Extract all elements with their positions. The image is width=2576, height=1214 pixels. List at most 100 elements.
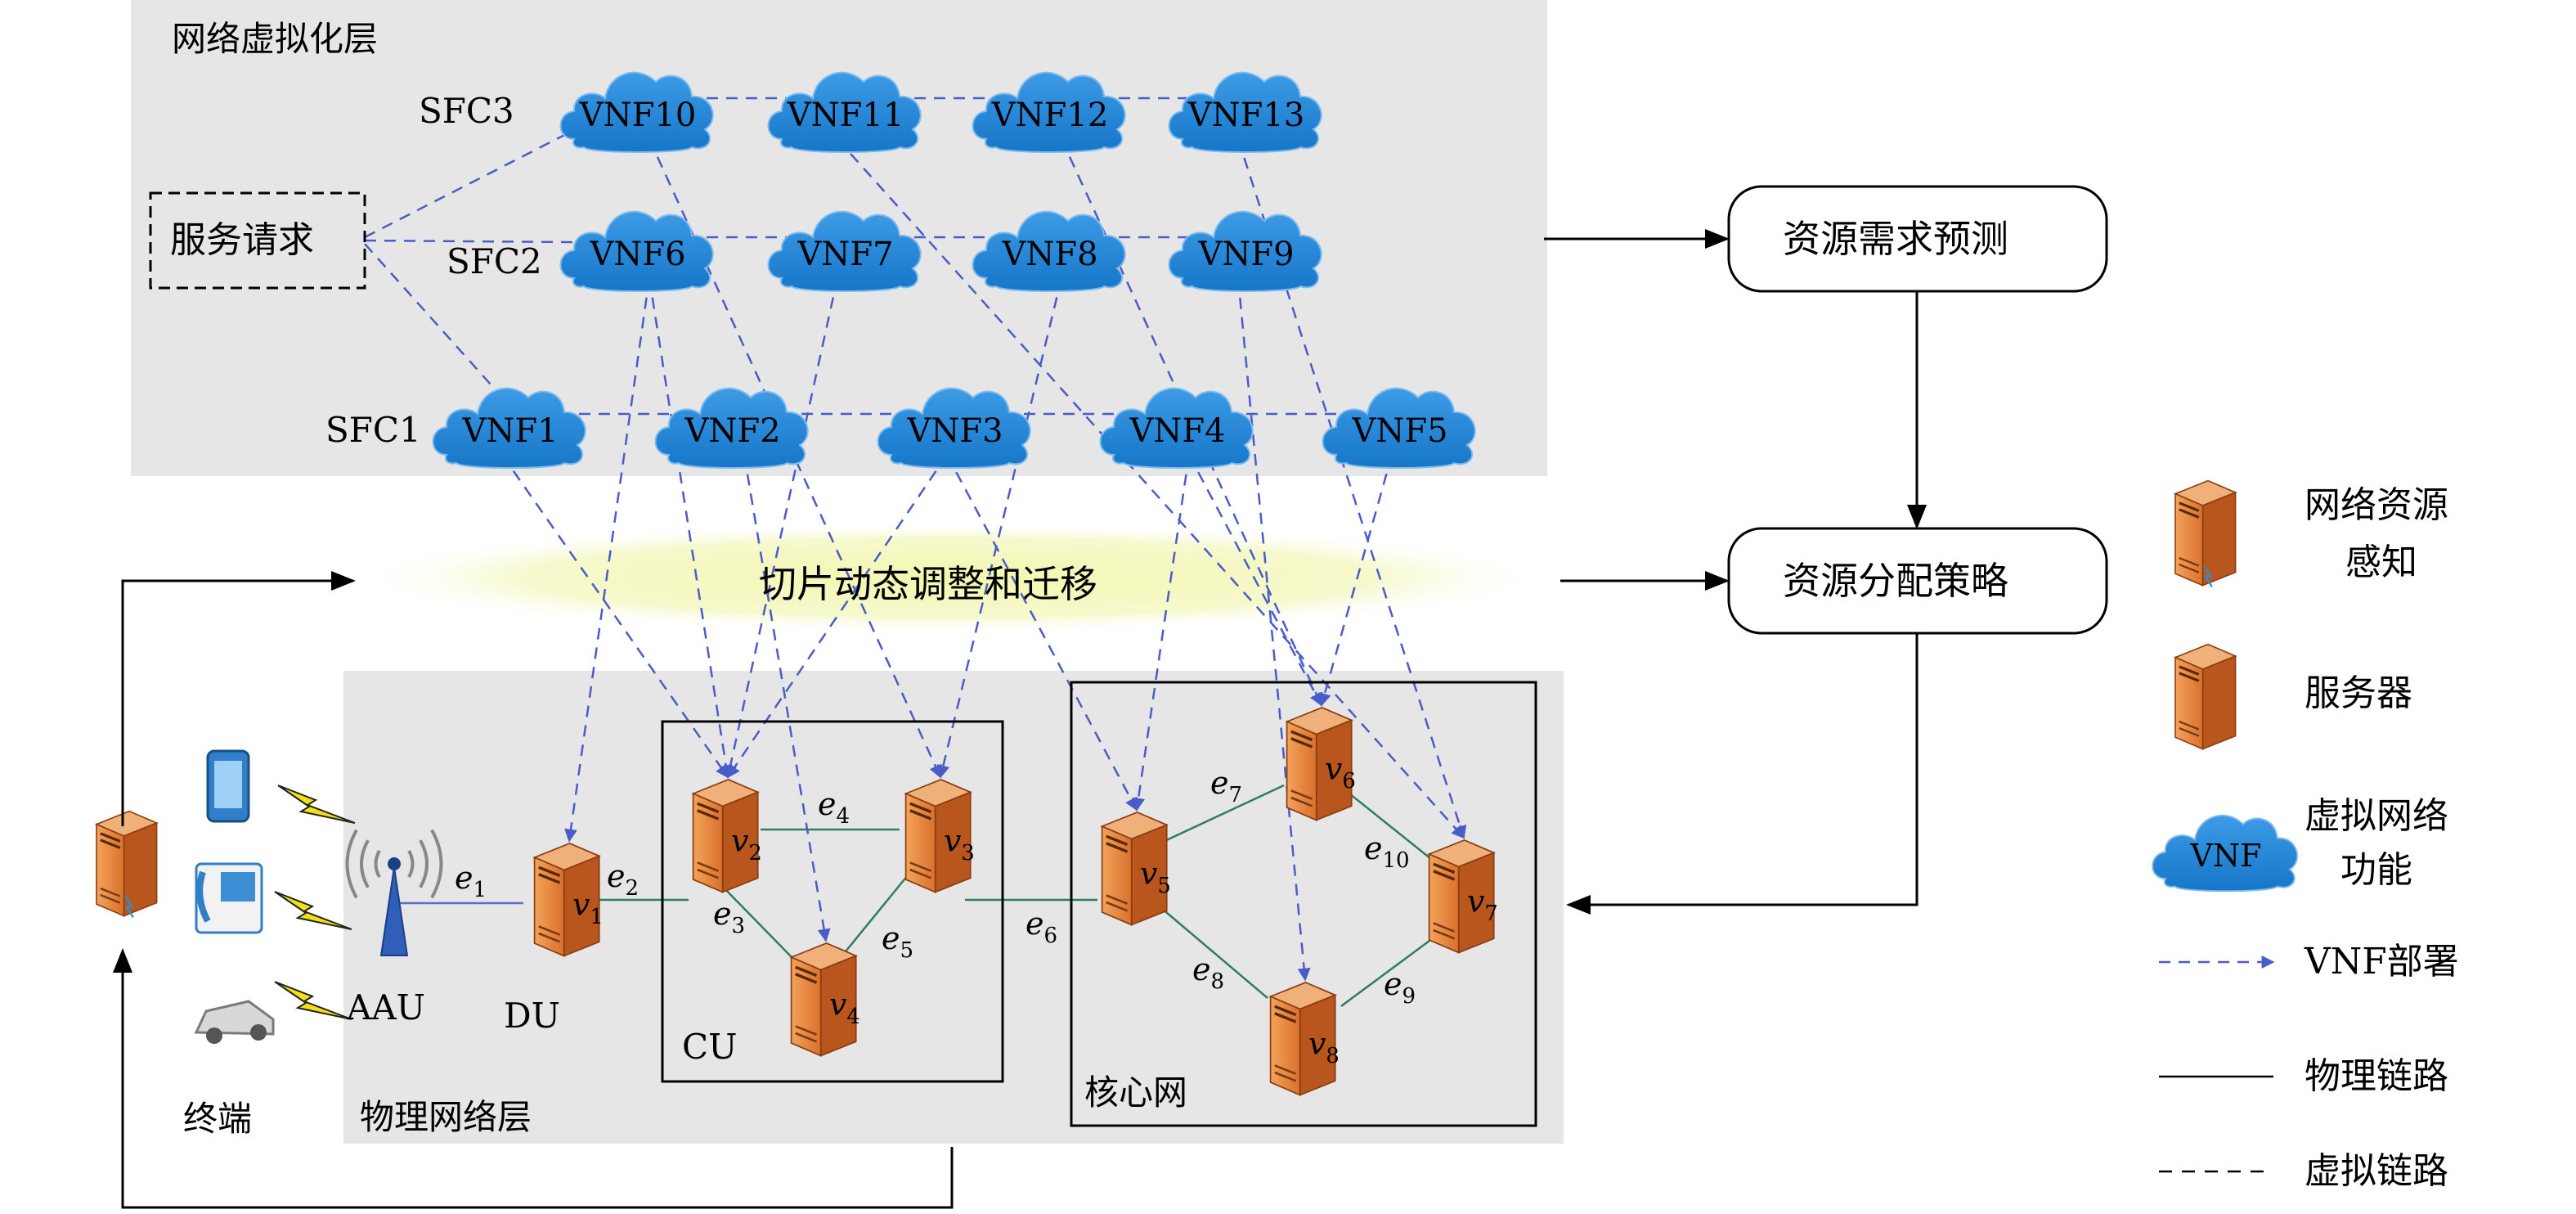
core-label: 核心网: [1084, 1072, 1187, 1113]
phone-icon: [206, 749, 250, 823]
svg-text:VNF7: VNF7: [797, 236, 893, 273]
sfc2-label: SFC2: [447, 241, 542, 281]
svg-text:VNF8: VNF8: [1001, 236, 1097, 273]
sensing-to-slice-arrow: [121, 571, 356, 826]
car-icon: [194, 1000, 275, 1044]
vnf-cloud-vnf9: VNF9: [1168, 210, 1322, 292]
video-phone-icon: [195, 862, 263, 934]
svg-text:VNF4: VNF4: [1129, 412, 1225, 450]
server-node-v5: v5: [1100, 811, 1171, 927]
virtual-layer-title: 网络虚拟化层: [172, 19, 378, 59]
sfc3-label: SFC3: [419, 91, 514, 131]
vnf-cloud-vnf11: VNF11: [767, 71, 922, 153]
physical-link-e9: [1340, 939, 1430, 1008]
sfc1-label: SFC1: [325, 410, 421, 450]
svg-text:VNF9: VNF9: [1197, 236, 1294, 273]
physical-layer-title: 物理网络层: [360, 1097, 532, 1137]
physical-link-e10: [1349, 793, 1432, 860]
vnf-cloud-vnf1: VNF1: [432, 387, 586, 469]
server-node-v7: v7: [1427, 839, 1498, 955]
vnf-deploy-arrow: [726, 454, 949, 779]
aau-antenna-icon: [345, 829, 443, 956]
legend-vnf-line2: 功能: [2340, 849, 2412, 891]
physical-layer-panel: [343, 671, 1564, 1144]
server-node-v6: v6: [1285, 706, 1356, 822]
svg-text:VNF12: VNF12: [991, 97, 1109, 134]
core-box: [1070, 681, 1537, 1127]
resource-sensing-server: [95, 809, 159, 918]
vnf-deploy-arrow: [564, 277, 651, 843]
vnf-deploy-arrow: [1060, 138, 1323, 707]
physical-to-sensing-arrow: [113, 948, 954, 1209]
wireless-signal-icon: [274, 891, 352, 930]
slice-adjust-halo: [345, 522, 1555, 633]
server-node-v2: v2: [691, 778, 762, 894]
vnf-cloud-vnf13: VNF13: [1168, 71, 1322, 153]
legend-physical-link: 物理链路: [2304, 1055, 2448, 1097]
physical-link-e7: [1160, 784, 1285, 844]
legend-sense-line1: 网络资源: [2304, 484, 2448, 526]
vnf-cloud-vnf5: VNF5: [1322, 387, 1476, 469]
svg-text:VNF3: VNF3: [906, 412, 1003, 450]
service-request-link: [364, 243, 491, 385]
service-request-link: [364, 239, 573, 244]
vnf-deploy-arrow: [648, 277, 733, 779]
vnf-cloud-vnf8: VNF8: [972, 210, 1126, 292]
svg-text:VNF1: VNF1: [461, 412, 558, 450]
slice-adjust-label: 切片动态调整和迁移: [759, 562, 1097, 606]
svg-text:VNF: VNF: [2189, 838, 2261, 874]
vnf-deploy-arrow: [1132, 454, 1191, 812]
server-node-v1: v1: [532, 842, 604, 958]
vnf-cloud-vnf3: VNF3: [877, 387, 1031, 469]
resource-prediction-box: [1727, 185, 2108, 293]
svg-text:VNF10: VNF10: [579, 97, 697, 134]
legend-vnf-line1: 虚拟网络: [2304, 795, 2448, 837]
resource-prediction-label: 资源需求预测: [1783, 217, 2008, 261]
legend-deploy: VNF部署: [2304, 941, 2459, 982]
aau-label: AAU: [346, 987, 425, 1027]
legend-sensing-icon: [2174, 479, 2237, 587]
server-node-v8: v8: [1268, 981, 1340, 1097]
vnf-cloud-vnf2: VNF2: [654, 387, 809, 469]
service-request-label: 服务请求: [170, 219, 314, 261]
server-node-v4: v4: [789, 942, 860, 1058]
vnf-cloud-vnf12: VNF12: [972, 71, 1126, 153]
legend-sense-line2: 感知: [2345, 542, 2417, 583]
physical-link-e8: [1160, 907, 1268, 999]
vnf-deploy-arrow: [743, 454, 831, 942]
server-node-v3: v3: [904, 778, 975, 894]
vnf-deploy-arrow: [936, 277, 1063, 779]
legend-virtual-link: 虚拟链路: [2304, 1150, 2448, 1192]
vnf-cloud-vnf4: VNF4: [1099, 387, 1254, 469]
resource-strategy-box: [1727, 527, 2108, 635]
svg-text:VNF2: VNF2: [684, 412, 780, 450]
svg-text:VNF5: VNF5: [1351, 412, 1447, 450]
cu-box: [661, 720, 1004, 1083]
wireless-signal-icon: [277, 785, 356, 824]
wireless-signal-icon: [274, 981, 352, 1020]
cu-label: CU: [682, 1027, 738, 1067]
legend-vnf-cloud-icon: VNF: [2152, 814, 2299, 893]
physical-link-e3: [719, 883, 792, 958]
vnf-cloud-vnf6: VNF6: [559, 210, 714, 292]
vnf-deploy-arrow: [1187, 454, 1323, 707]
service-request-box: [149, 191, 366, 290]
legend-server: 服务器: [2304, 672, 2412, 714]
svg-text:v5: v5: [1140, 856, 1171, 898]
legend-server-icon: [2174, 642, 2237, 751]
vnf-deploy-arrow: [500, 454, 729, 779]
strategy-to-physical-arrow: [1566, 633, 1919, 915]
edge-label-e3: e3: [713, 896, 745, 938]
vnf-deploy-arrow: [945, 454, 1138, 812]
svg-text:VNF6: VNF6: [589, 236, 685, 273]
vnf-deploy-arrow: [1318, 454, 1393, 707]
du-label: DU: [504, 996, 560, 1036]
vnf-deploy-arrow: [724, 277, 839, 779]
terminal-label: 终端: [183, 1099, 252, 1139]
physical-link-e5: [841, 875, 909, 956]
svg-text:VNF13: VNF13: [1187, 97, 1305, 134]
resource-strategy-label: 资源分配策略: [1783, 559, 2008, 603]
edge-label-e7: e7: [1210, 765, 1242, 807]
vnf-cloud-vnf7: VNF7: [767, 210, 922, 292]
